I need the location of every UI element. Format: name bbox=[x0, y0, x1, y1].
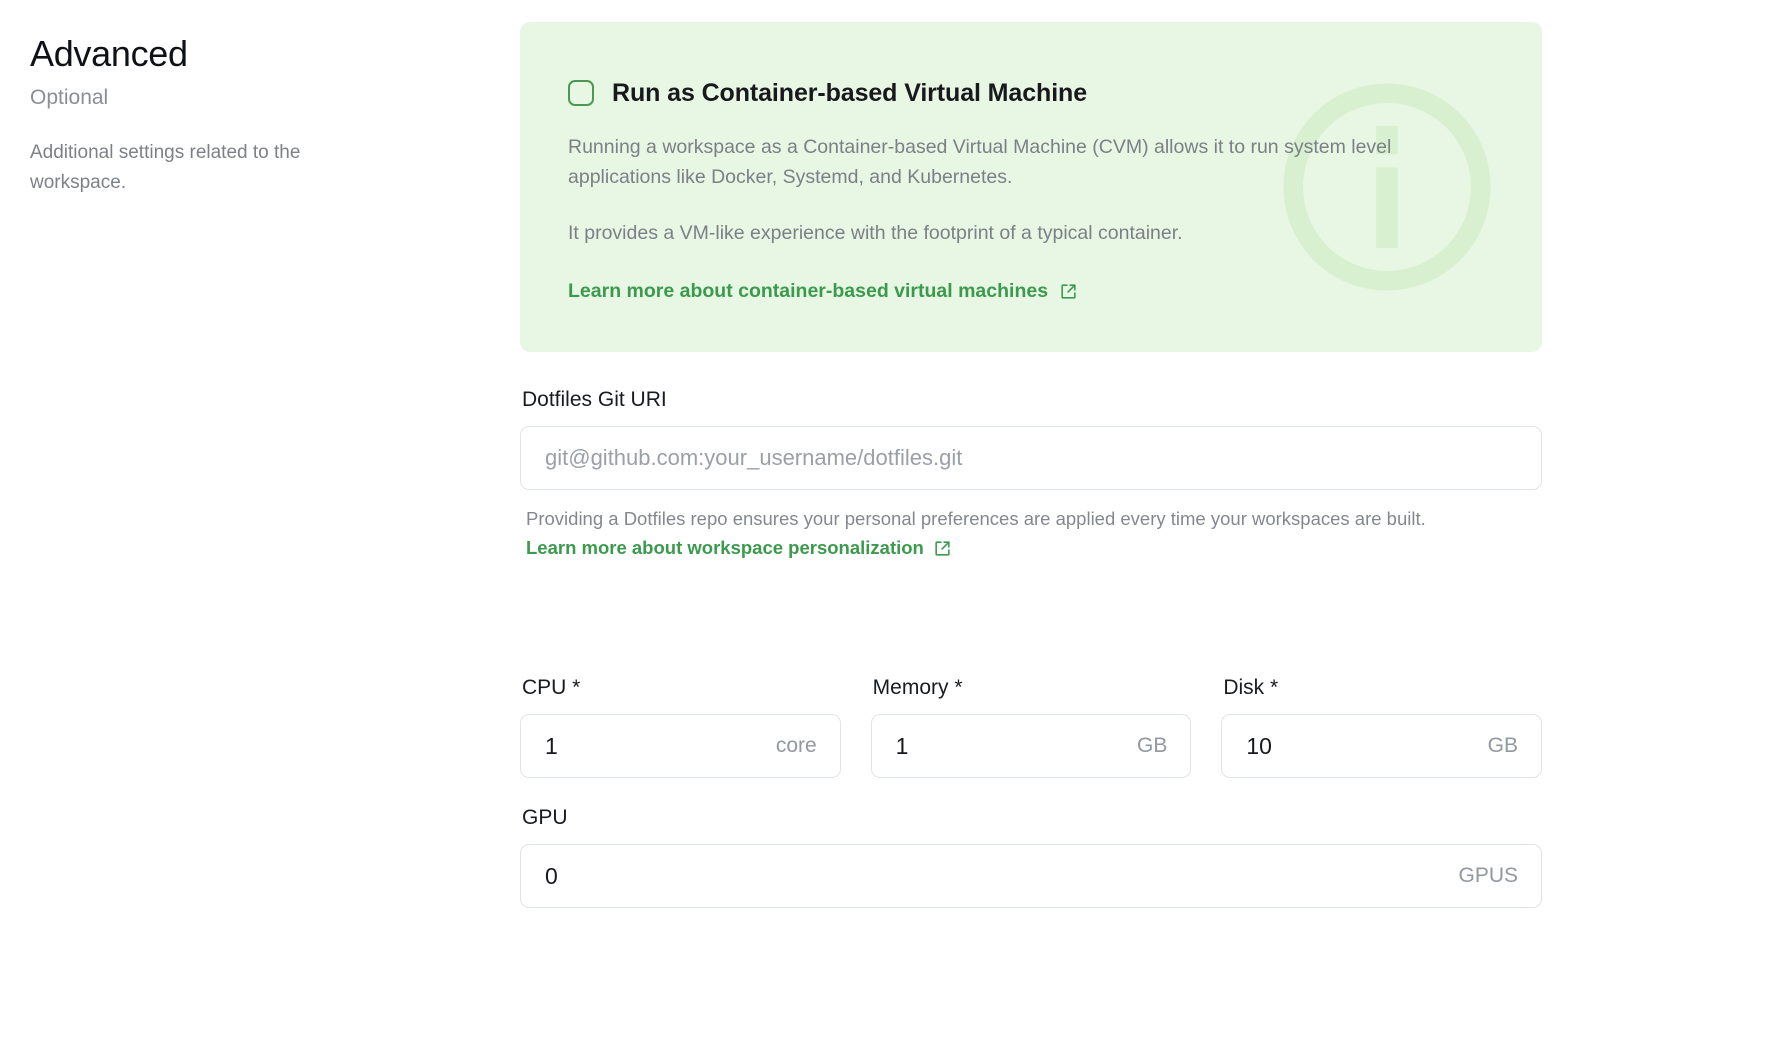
cvm-checkbox[interactable] bbox=[568, 80, 594, 106]
dotfiles-label: Dotfiles Git URI bbox=[522, 388, 667, 411]
dotfiles-learn-more-label: Learn more about workspace personalizati… bbox=[526, 537, 924, 558]
dotfiles-helper-prefix: Providing a Dotfiles repo ensures your p… bbox=[526, 508, 1426, 529]
dotfiles-learn-more-link[interactable]: Learn more about workspace personalizati… bbox=[526, 535, 952, 561]
disk-input[interactable] bbox=[1221, 714, 1543, 778]
settings-form-column: Run as Container-based Virtual Machine R… bbox=[520, 0, 1768, 908]
dotfiles-field-group: Dotfiles Git URI Providing a Dotfiles re… bbox=[520, 386, 1542, 562]
disk-field-group: Disk * GB bbox=[1221, 674, 1543, 778]
dotfiles-input[interactable] bbox=[520, 426, 1542, 490]
resource-fields-row: CPU * core Memory * GB Disk * bbox=[520, 674, 1543, 778]
memory-input[interactable] bbox=[870, 714, 1192, 778]
disk-label: Disk * bbox=[1223, 676, 1279, 699]
memory-field-group: Memory * GB bbox=[870, 674, 1192, 778]
cpu-field-group: CPU * core bbox=[520, 674, 841, 778]
cpu-input[interactable] bbox=[520, 714, 841, 778]
dotfiles-helper-text: Providing a Dotfiles repo ensures your p… bbox=[526, 504, 1426, 562]
page-subtitle: Optional bbox=[30, 86, 109, 109]
page-description: Additional settings related to the works… bbox=[30, 142, 301, 193]
cvm-description-paragraph-1: Running a workspace as a Container-based… bbox=[568, 136, 1392, 188]
cvm-checkbox-label: Run as Container-based Virtual Machine bbox=[612, 79, 1088, 107]
memory-label: Memory * bbox=[872, 676, 963, 699]
gpu-field-group: GPU GPUS bbox=[520, 804, 1542, 908]
cvm-learn-more-link[interactable]: Learn more about container-based virtual… bbox=[568, 278, 1078, 304]
external-link-icon bbox=[935, 540, 950, 556]
cvm-callout: Run as Container-based Virtual Machine R… bbox=[520, 22, 1542, 352]
gpu-input[interactable] bbox=[520, 844, 1542, 908]
cvm-learn-more-label: Learn more about container-based virtual… bbox=[568, 280, 1049, 302]
external-link-icon bbox=[1061, 283, 1076, 299]
cpu-label: CPU * bbox=[522, 676, 581, 699]
section-description-column: Advanced Optional Additional settings re… bbox=[0, 0, 520, 198]
gpu-label: GPU bbox=[522, 806, 568, 829]
page-title: Advanced bbox=[30, 33, 188, 74]
cvm-description-paragraph-2: It provides a VM-like experience with th… bbox=[568, 222, 1183, 244]
cvm-checkbox-row[interactable]: Run as Container-based Virtual Machine bbox=[568, 78, 1492, 108]
